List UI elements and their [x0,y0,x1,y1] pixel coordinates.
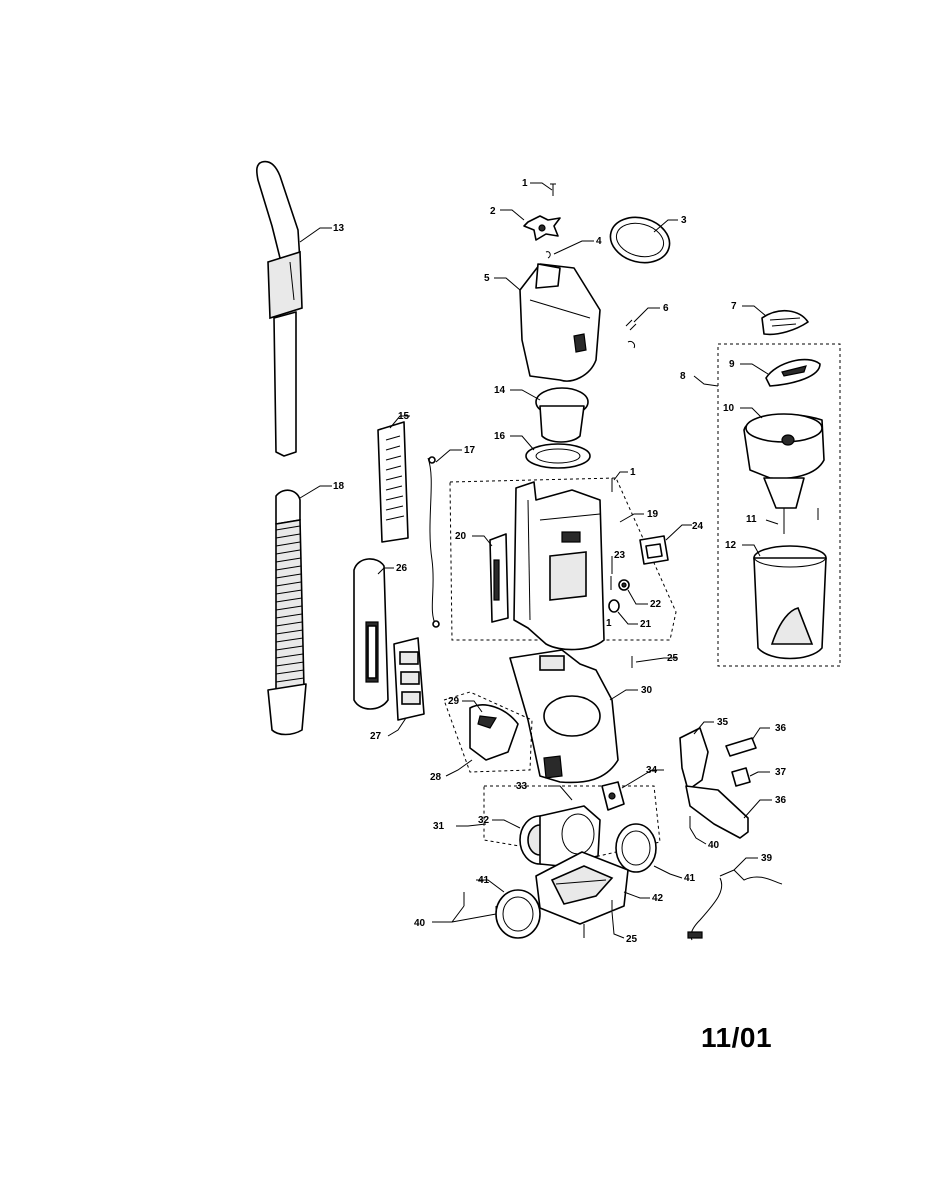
part-35-lever [679,727,709,791]
part-9-seal [765,358,821,387]
part-14-filter-cup [535,387,589,443]
callout-36b: 36 [775,795,787,806]
part-29-cover-plate [469,704,519,761]
callout-11: 11 [746,514,757,525]
part-15-crevice-tool [377,421,409,543]
callout-41b: 41 [478,875,490,886]
callout-33: 33 [516,781,528,792]
callout-5: 5 [484,273,490,284]
part-2-cap [523,215,561,241]
callout-2: 2 [490,206,496,217]
leader-lines [299,182,779,939]
date-code: 11/01 [701,1022,773,1053]
callout-9: 9 [729,359,735,370]
callout-30: 30 [641,685,653,696]
callout-27: 27 [370,731,382,742]
callout-12: 12 [725,540,737,551]
callout-41a: 41 [684,873,696,884]
part-24-bracket [639,535,669,565]
callout-3: 3 [681,215,687,226]
callout-37: 37 [775,767,787,778]
part-5-upper-housing [519,263,601,382]
part-16-filter-ring [525,443,591,469]
callout-24: 24 [692,521,704,532]
group-box-8 [717,343,841,667]
part-4-clip [545,251,551,259]
part-7-cover [761,310,809,336]
callout-20: 20 [455,531,467,542]
callout-40b: 40 [414,918,426,929]
part-20-side-panel [489,533,509,623]
callout-25a: 25 [667,653,679,664]
callout-14: 14 [494,385,506,396]
callout-31: 31 [433,821,445,832]
callout-17: 17 [464,445,476,456]
part-34 [601,781,625,811]
part-33-fan-housing [539,805,601,867]
callout-1b: 1 [630,467,636,478]
callout-10: 10 [723,403,735,414]
part-42-baseplate [535,851,629,925]
callout-40a: 40 [708,840,720,851]
callout-26: 26 [396,563,408,574]
callout-6: 6 [663,303,669,314]
callout-35: 35 [717,717,729,728]
part-11-screws [783,508,819,534]
callout-15: 15 [398,411,410,422]
callout-32: 32 [478,815,490,826]
part-36-strip [725,737,757,757]
part-3-lid [609,216,671,264]
part-17-cord [427,456,440,628]
group-box-31 [483,785,661,859]
group-box-19 [449,477,677,641]
callout-4: 4 [596,236,602,247]
callout-21: 21 [640,619,652,630]
part-26-accessory-holder [353,558,389,710]
callout-13: 13 [333,223,345,234]
part-1-screw-top [550,183,556,196]
callout-42: 42 [652,893,664,904]
callout-7: 7 [731,301,737,312]
callout-29: 29 [448,696,460,707]
callout-34: 34 [646,765,658,776]
part-19-main-body [513,481,605,651]
part-27-upholstery-brush [393,637,425,721]
callout-1a: 1 [522,178,528,189]
part-41-end-cap-right [615,823,657,873]
part-13-wand [256,160,303,457]
callout-22: 22 [650,599,662,610]
part-41-end-cap-left [495,889,541,939]
part-22 [618,579,630,591]
callout-18: 18 [333,481,345,492]
part-6-screws [625,319,637,349]
callout-8: 8 [680,371,686,382]
callout-36a: 36 [775,723,787,734]
part-21 [608,599,620,613]
callout-23: 23 [614,550,626,561]
callout-1c: 1 [606,618,612,629]
part-10-filter-assembly [743,413,825,524]
part-12-dirt-cup [753,545,827,660]
part-39-cord [687,869,783,941]
callout-16: 16 [494,431,506,442]
callout-labels: 1 2 3 4 5 6 7 8 9 10 11 12 13 14 15 16 1… [333,178,787,945]
callout-28: 28 [430,772,442,783]
callout-25b: 25 [626,934,638,945]
part-30-base-housing [509,649,619,784]
part-40-screws [463,816,691,914]
part-25-screw-b [583,900,613,938]
part-38-pedal [685,785,749,839]
group-box-28 [443,691,533,773]
callout-39: 39 [761,853,773,864]
part-37-knob [731,767,751,787]
callout-19: 19 [647,509,659,520]
part-18-hose [267,489,307,736]
